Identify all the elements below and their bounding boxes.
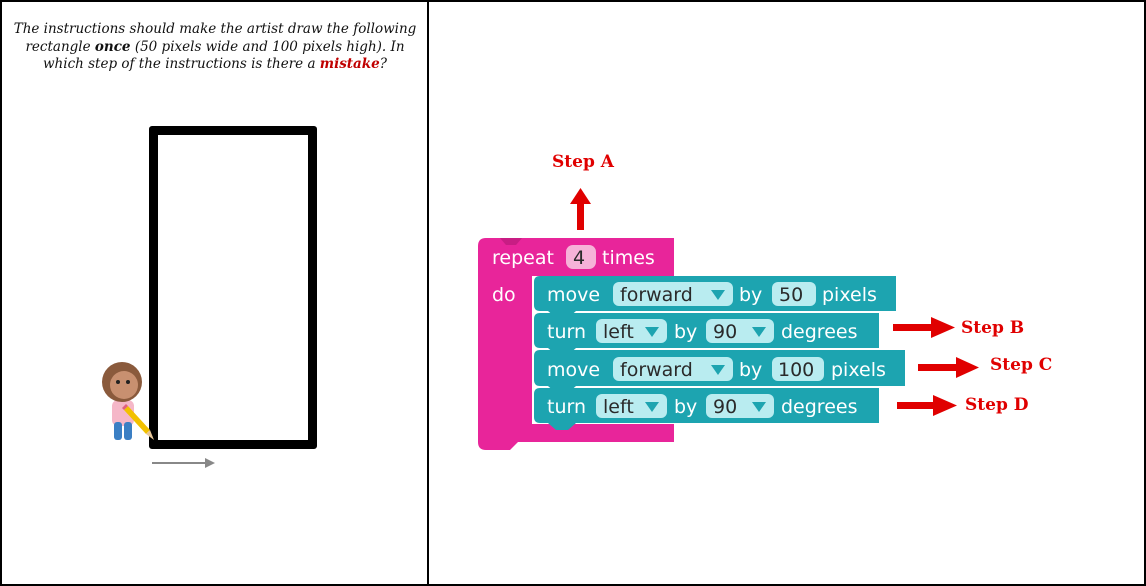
svg-text:100: 100 — [778, 359, 814, 381]
dropdown-caret-icon — [645, 327, 659, 337]
dropdown-caret-icon — [752, 402, 766, 412]
svg-text:forward: forward — [620, 359, 693, 381]
arrow-step-d-icon — [897, 395, 957, 416]
svg-text:degrees: degrees — [781, 321, 857, 343]
svg-text:degrees: degrees — [781, 396, 857, 418]
svg-text:by: by — [739, 359, 762, 381]
value-field[interactable] — [706, 394, 774, 418]
value-field[interactable] — [706, 319, 774, 343]
svg-text:by: by — [674, 396, 697, 418]
arrow-step-c-icon — [918, 357, 979, 378]
svg-text:left: left — [603, 321, 634, 343]
direction-dropdown[interactable] — [596, 394, 667, 418]
svg-text:left: left — [603, 396, 634, 418]
value-field[interactable] — [772, 357, 824, 381]
step-c-label: Step C — [990, 355, 1053, 375]
repeat-block[interactable] — [478, 238, 674, 450]
step-a-label: Step A — [552, 152, 614, 172]
block-move-forward-50[interactable]: move forward by 50 pixels — [534, 276, 896, 318]
svg-text:90: 90 — [713, 321, 737, 343]
svg-text:turn: turn — [547, 321, 586, 343]
step-b-label: Step B — [961, 318, 1025, 338]
direction-dropdown[interactable] — [613, 357, 733, 381]
emphasis-once: once — [94, 38, 131, 55]
value-field[interactable] — [772, 282, 816, 306]
dropdown-caret-icon — [752, 327, 766, 337]
svg-text:by: by — [739, 284, 762, 306]
svg-text:move: move — [547, 359, 600, 381]
svg-text:move: move — [547, 284, 600, 306]
panel-divider — [427, 0, 429, 586]
block-turn-left-90-first[interactable]: turn left by 90 degrees — [534, 313, 879, 355]
arrow-step-a-icon — [570, 188, 591, 230]
do-label: do — [492, 284, 516, 306]
block-move-forward-100[interactable]: move forward by 100 pixels — [534, 350, 905, 393]
target-rectangle — [149, 126, 317, 449]
svg-text:pixels: pixels — [831, 359, 886, 381]
times-label: times — [602, 247, 655, 269]
repeat-label: repeat — [492, 247, 554, 269]
direction-arrow-line — [152, 462, 207, 464]
direction-dropdown[interactable] — [613, 282, 733, 306]
question-text: The instructions should make the artist … — [13, 21, 417, 72]
dropdown-caret-icon — [711, 365, 725, 375]
step-d-label: Step D — [965, 395, 1029, 415]
svg-text:pixels: pixels — [822, 284, 877, 306]
svg-text:50: 50 — [779, 284, 803, 306]
emphasis-mistake: mistake — [319, 56, 380, 72]
svg-text:90: 90 — [713, 396, 737, 418]
direction-arrow-head — [205, 458, 215, 468]
arrow-step-b-icon — [893, 317, 955, 338]
dropdown-caret-icon — [711, 290, 725, 300]
dropdown-caret-icon — [645, 402, 659, 412]
repeat-count-field[interactable] — [566, 245, 596, 269]
artist-character-icon — [102, 362, 154, 440]
block-turn-left-90-second[interactable]: turn left by 90 degrees — [534, 388, 879, 430]
svg-text:turn: turn — [547, 396, 586, 418]
svg-text:forward: forward — [620, 284, 693, 306]
direction-dropdown[interactable] — [596, 319, 667, 343]
svg-text:by: by — [674, 321, 697, 343]
repeat-count: 4 — [573, 247, 585, 269]
